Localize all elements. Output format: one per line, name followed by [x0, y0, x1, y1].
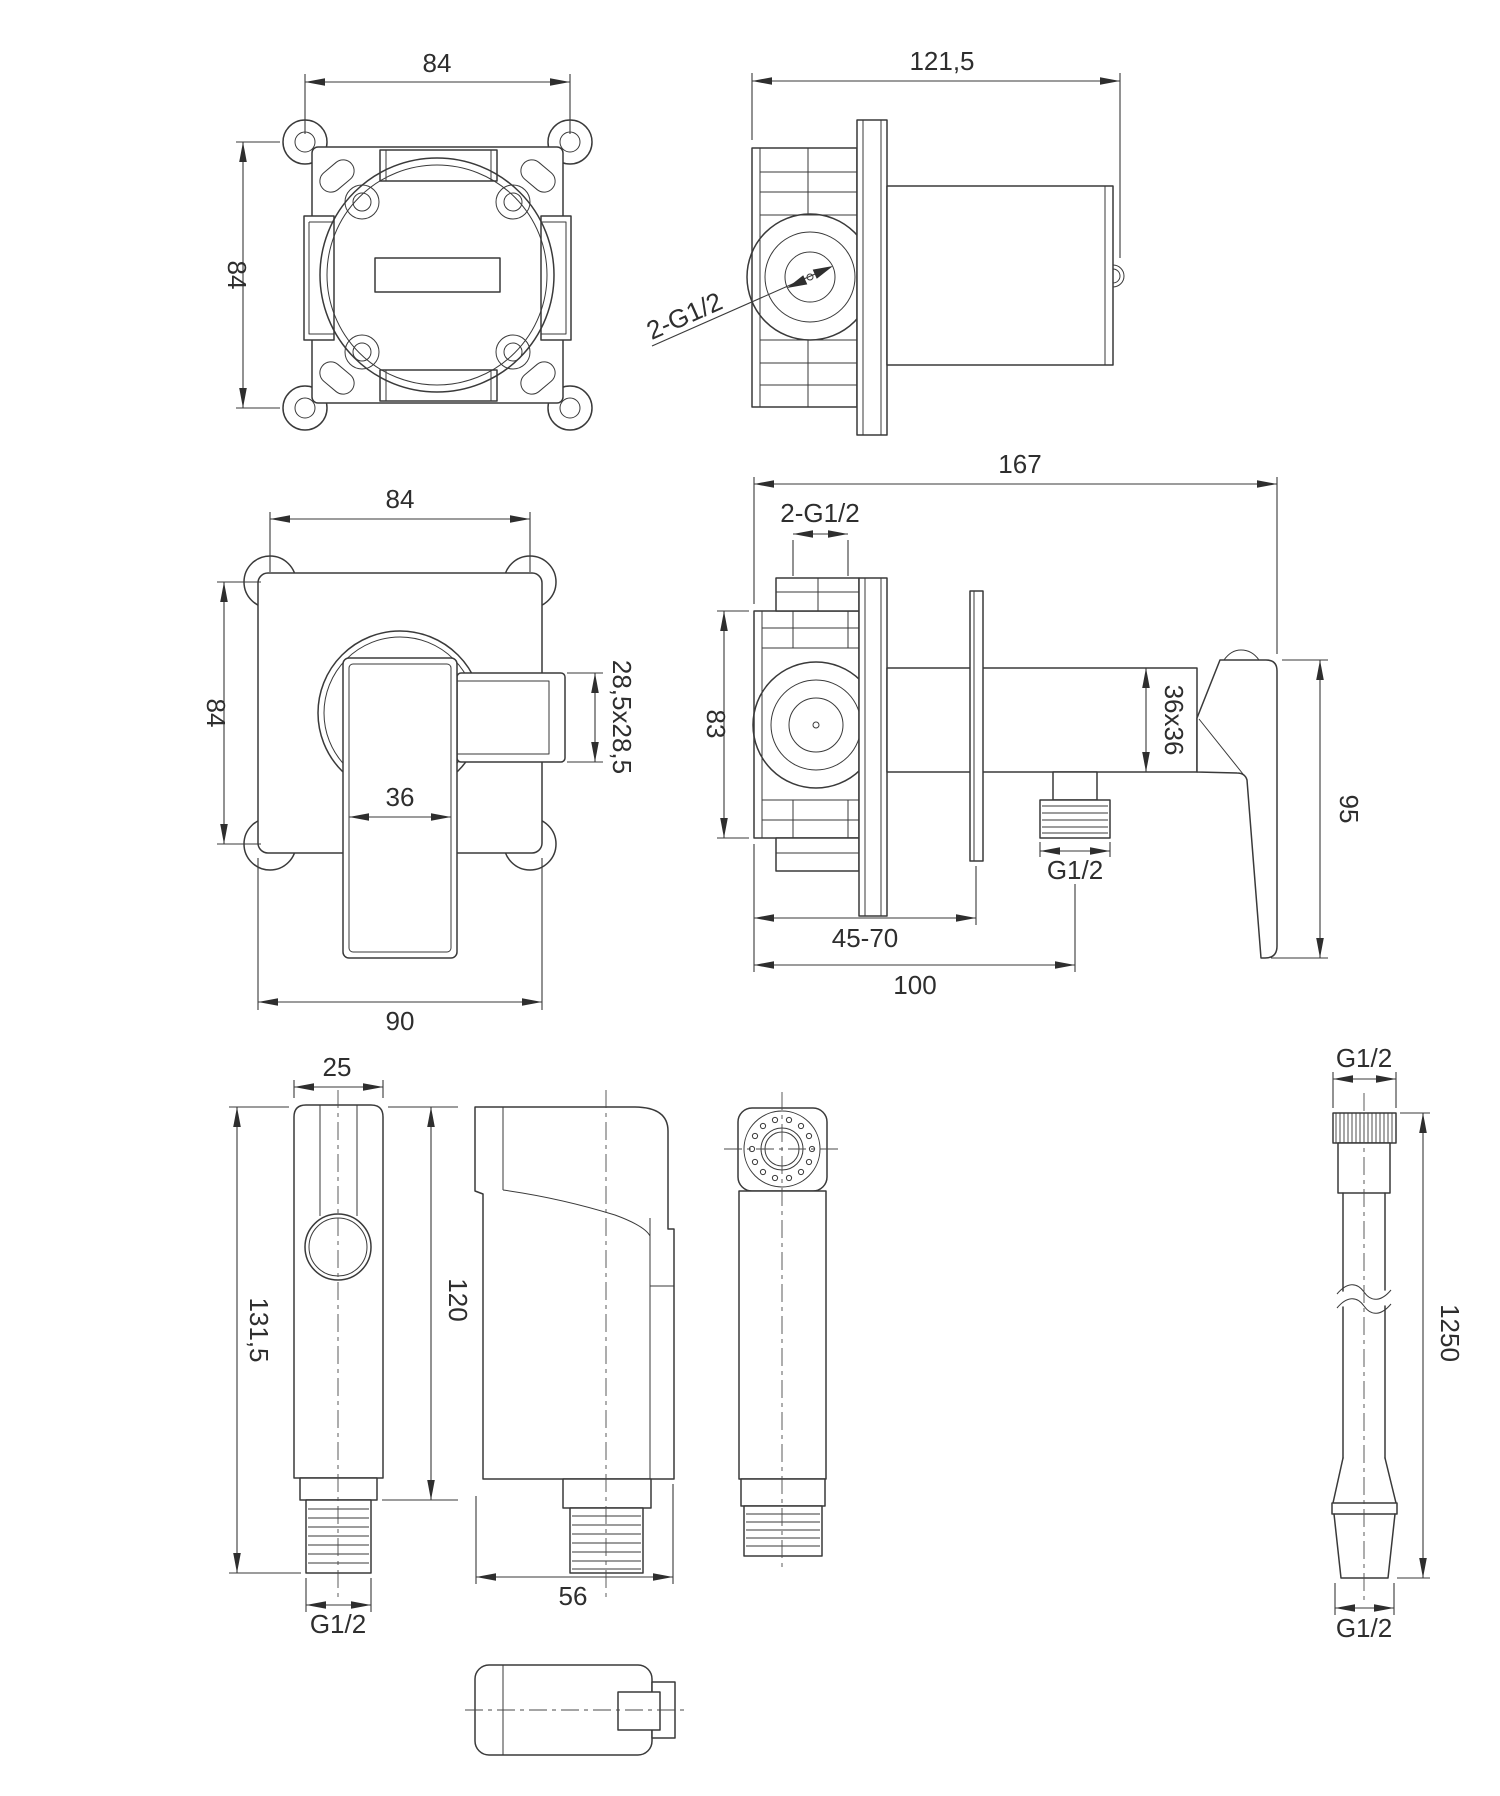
- view-shower-top: [465, 1664, 688, 1756]
- dim-hose-thread-top: G1/2: [1336, 1043, 1392, 1073]
- dim-mixer-front-overall-width: 90: [386, 1006, 415, 1036]
- dim-mixer-front-width: 84: [386, 484, 415, 514]
- dim-shower-length-total: 131,5: [244, 1297, 274, 1362]
- view-hose: G1/2 1250 G1/2: [1331, 1043, 1465, 1643]
- dim-hose-length: 1250: [1435, 1304, 1465, 1362]
- hose-tube: [1342, 1192, 1386, 1459]
- dim-mixer-side-lever-height: 95: [1334, 795, 1364, 824]
- dim-box-side-thread: 2-G1/2: [642, 286, 727, 346]
- mixer-lever: [342, 657, 458, 959]
- shower-top-nozzle: [617, 1691, 661, 1731]
- dim-mixer-front-height: 84: [201, 699, 231, 728]
- view-mixer-side: 167 2-G1/2 83 36x36 G1/2 45-70 100 95: [701, 449, 1364, 1000]
- dim-mixer-front-spout: 28,5x28,5: [607, 660, 637, 774]
- wall-plate: [969, 590, 984, 862]
- box-flange: [856, 119, 888, 436]
- hose-nut: [1332, 1112, 1397, 1144]
- cartridge-slot: [374, 257, 501, 293]
- dim-mixer-side-inlet-thread: 2-G1/2: [780, 498, 860, 528]
- dim-box-front-width: 84: [423, 48, 452, 78]
- shower-body-front: [293, 1104, 384, 1479]
- dim-mixer-side-depth-overall: 167: [998, 449, 1041, 479]
- view-shower-front: 25 131,5 120 G1/2: [229, 1052, 473, 1639]
- view-shower-side: 56: [474, 1090, 675, 1611]
- dim-box-front-height: 84: [222, 261, 252, 290]
- view-shower-back: [724, 1092, 842, 1572]
- mixer-body: [886, 667, 1198, 773]
- dim-shower-depth: 56: [559, 1581, 588, 1611]
- dim-hose-thread-bottom: G1/2: [1336, 1613, 1392, 1643]
- dim-shower-width: 25: [323, 1052, 352, 1082]
- shower-body-side: [474, 1106, 675, 1480]
- dim-box-side-depth: 121,5: [909, 46, 974, 76]
- shower-thread-side: [569, 1507, 644, 1574]
- view-box-side: 121,5 2-G1/2: [642, 46, 1125, 436]
- dim-shower-length-body: 120: [443, 1278, 473, 1321]
- dim-mixer-side-outlet-thread: G1/2: [1047, 855, 1103, 885]
- mixer-lever-side: [1196, 659, 1278, 959]
- mixer-box-flange: [858, 577, 888, 917]
- view-box-front: 84 84: [222, 48, 593, 431]
- dim-mixer-side-body: 36x36: [1159, 685, 1189, 756]
- dim-shower-thread: G1/2: [310, 1609, 366, 1639]
- dim-mixer-side-recess-depth: 45-70: [832, 923, 899, 953]
- box-body-cylinder: [886, 185, 1114, 366]
- dim-mixer-side-height: 83: [701, 710, 731, 739]
- dim-mixer-front-lever-width: 36: [386, 782, 415, 812]
- shower-thread-front: [305, 1499, 372, 1574]
- dim-mixer-side-depth: 100: [893, 970, 936, 1000]
- box-plate: [311, 146, 564, 404]
- view-mixer-front: 84 84 36 28,5x28,5 90: [201, 484, 637, 1036]
- spray-head: [737, 1107, 828, 1192]
